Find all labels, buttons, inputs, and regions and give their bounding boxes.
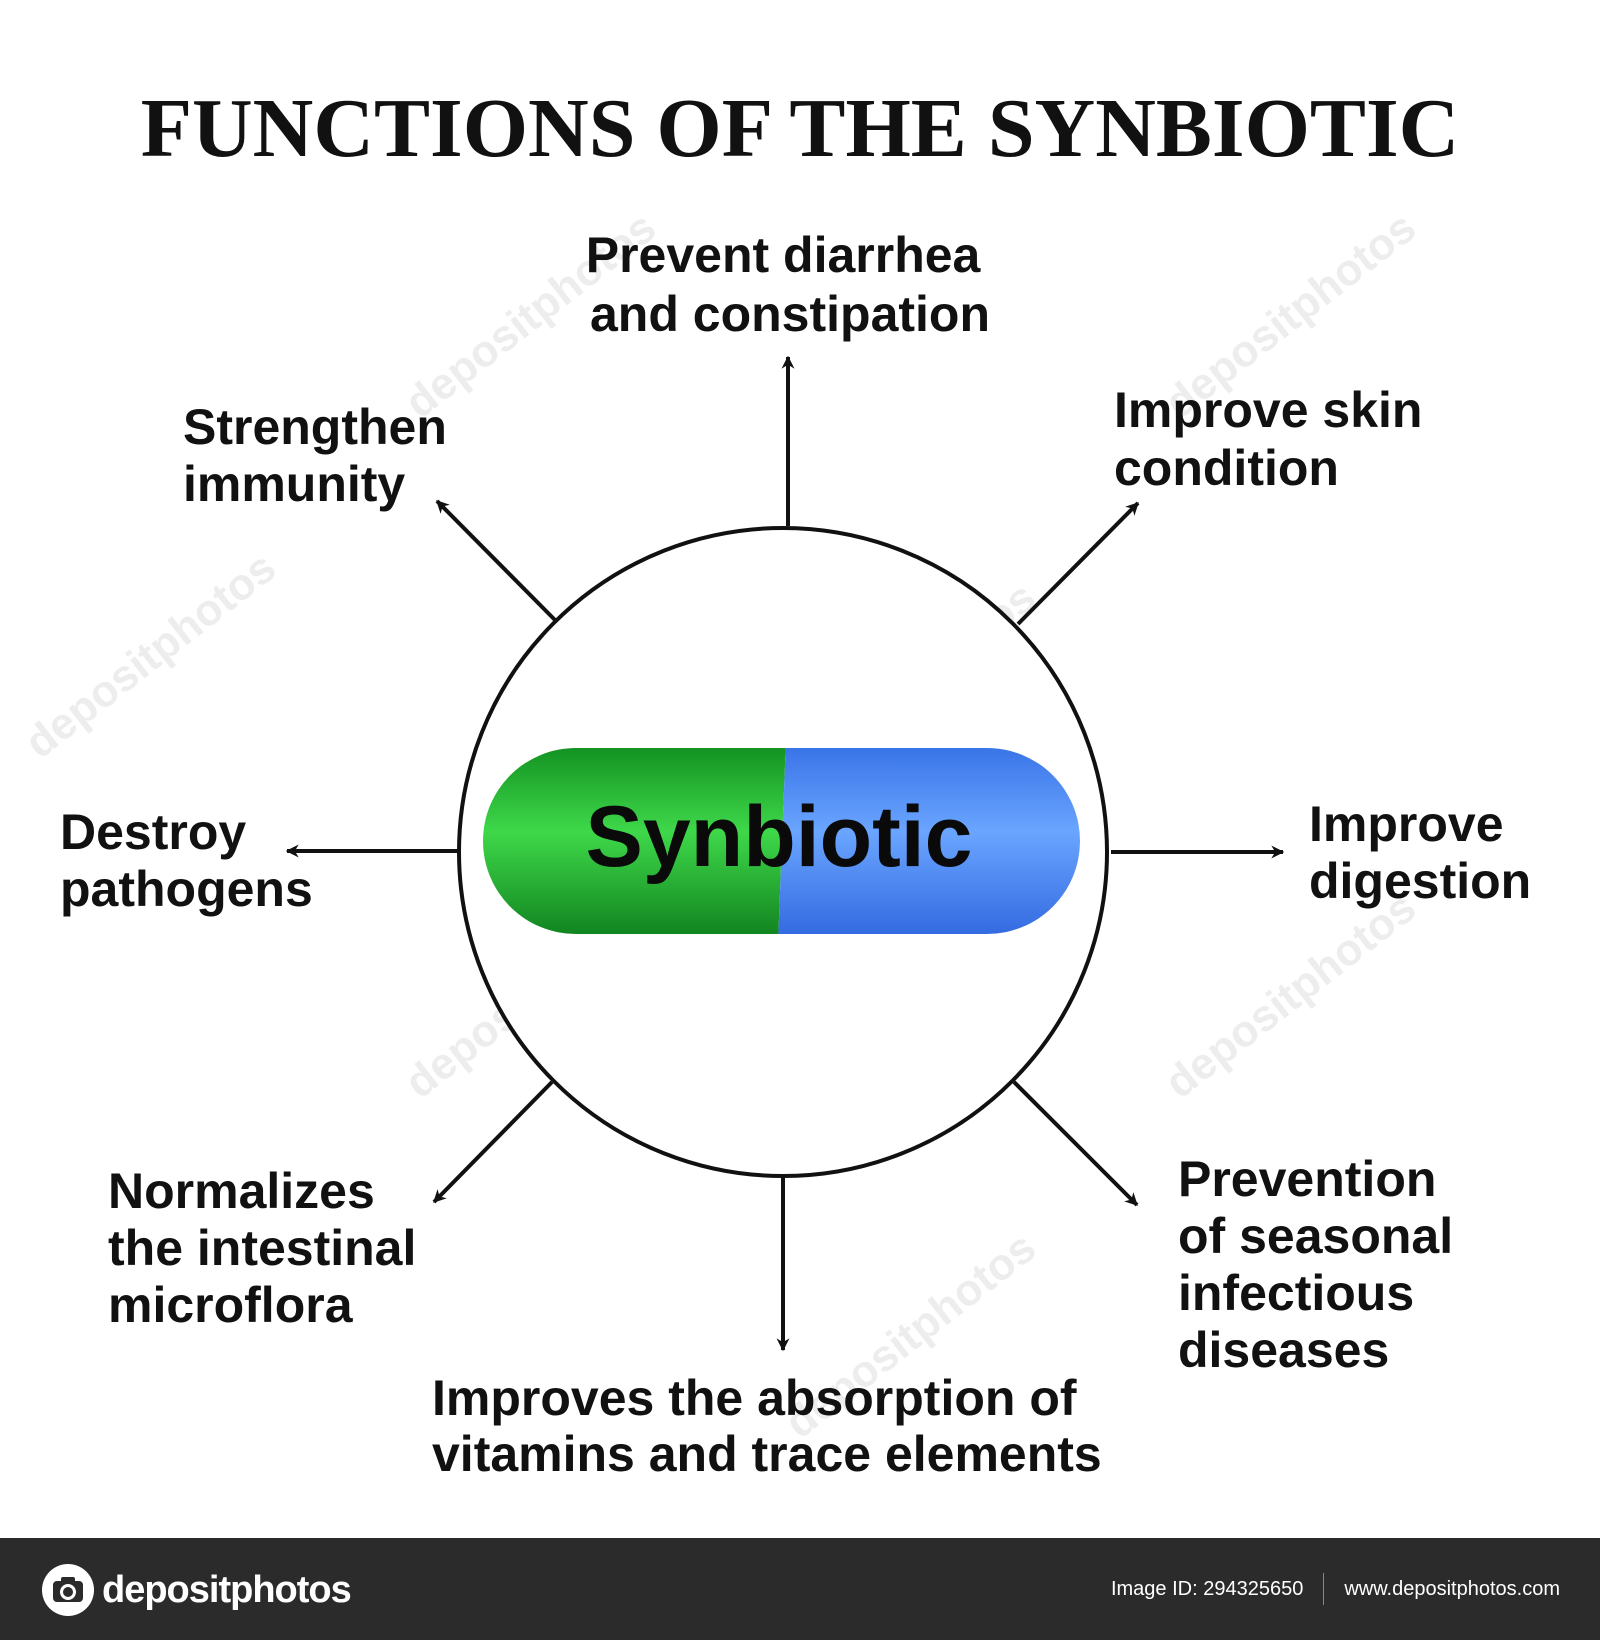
arrow-top-right <box>1016 501 1140 626</box>
synbiotic-diagram: depositphotos depositphotos depositphoto… <box>16 82 1531 1482</box>
label-line: digestion <box>1309 853 1531 909</box>
label-line: immunity <box>183 456 405 512</box>
watermark-text: depositphotos <box>1156 883 1425 1108</box>
label-prevent-diarrhea: Prevent diarrhea and constipation <box>586 227 995 342</box>
label-line: Improves the absorption of <box>432 1370 1077 1426</box>
camera-icon <box>42 1564 94 1616</box>
capsule: Synbiotic <box>483 748 1080 934</box>
brand-name: depositphotos <box>102 1568 352 1611</box>
label-prevention-diseases: Prevention of seasonal infectious diseas… <box>1178 1151 1467 1378</box>
capsule-blue-half <box>778 748 1080 934</box>
label-line: Prevention <box>1178 1151 1436 1207</box>
capsule-label: Synbiotic <box>585 789 972 885</box>
label-improves-absorption: Improves the absorption of vitamins and … <box>432 1370 1102 1482</box>
label-normalizes-microflora: Normalizes the intestinal microflora <box>108 1163 430 1333</box>
label-line: of seasonal <box>1178 1208 1453 1264</box>
watermark-text: depositphotos <box>16 543 285 768</box>
arrow-top-left <box>435 499 557 622</box>
label-line: Prevent diarrhea <box>586 227 982 283</box>
label-line: infectious <box>1178 1265 1414 1321</box>
footer-divider <box>1323 1573 1325 1605</box>
label-improve-digestion: Improve digestion <box>1309 796 1531 909</box>
label-line: pathogens <box>60 861 313 917</box>
label-destroy-pathogens: Destroy pathogens <box>60 804 313 917</box>
label-line: Improve <box>1309 796 1504 852</box>
label-strengthen-immunity: Strengthen immunity <box>183 399 461 512</box>
brand-logo[interactable]: depositphotos <box>40 1562 352 1618</box>
label-line: vitamins and trace elements <box>432 1426 1102 1482</box>
label-line: Destroy <box>60 804 246 860</box>
capsule-green-half <box>483 748 786 934</box>
diagram-title: FUNCTIONS OF THE SYNBIOTIC <box>141 82 1460 175</box>
label-line: Normalizes <box>108 1163 375 1219</box>
label-line: Strengthen <box>183 399 447 455</box>
label-line: diseases <box>1178 1322 1389 1378</box>
label-line: and constipation <box>590 286 990 342</box>
label-line: condition <box>1114 440 1339 496</box>
arrows <box>285 355 1285 1352</box>
label-line: microflora <box>108 1277 354 1333</box>
footer-bar: depositphotos Image ID: 294325650 www.de… <box>0 1538 1600 1640</box>
image-id: Image ID: 294325650 <box>1110 1577 1304 1600</box>
arrow-bottom-right <box>1012 1080 1139 1207</box>
function-labels: Prevent diarrhea and constipation Improv… <box>60 227 1531 1482</box>
label-improve-skin: Improve skin condition <box>1114 382 1436 496</box>
label-line: Improve skin <box>1114 382 1422 438</box>
label-line: the intestinal <box>108 1220 416 1276</box>
site-link[interactable]: www.depositphotos.com <box>1344 1577 1560 1600</box>
footer-meta: Image ID: 294325650 www.depositphotos.co… <box>1111 1538 1560 1640</box>
arrow-bottom-left <box>432 1080 554 1204</box>
